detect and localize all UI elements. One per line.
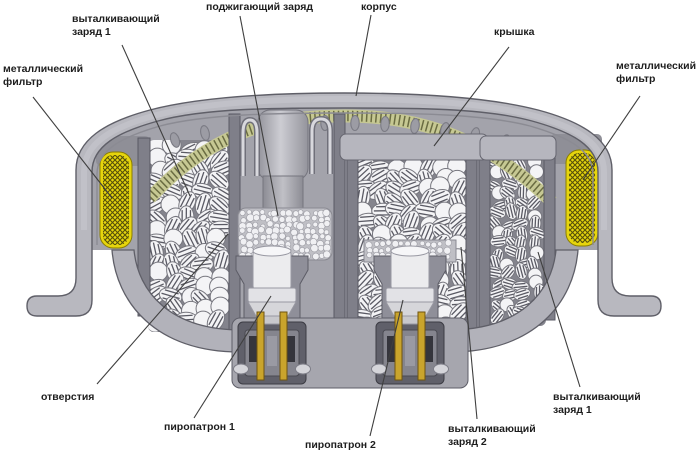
squib-1 <box>233 245 311 385</box>
leader-charge2 <box>460 246 478 420</box>
propellant-pills-left <box>148 140 232 332</box>
label-squib2: пиропатрон 2 <box>305 439 376 451</box>
leader-filter-right <box>582 95 641 181</box>
housing-inner-line <box>96 112 594 245</box>
squib-pin <box>256 311 265 381</box>
squib-pin <box>417 311 426 381</box>
leader-filter-left <box>32 96 113 199</box>
leader-charge1-top <box>121 44 191 197</box>
label-charge1-bottom: выталкивающий заряд 1 <box>553 391 641 416</box>
cover-cap <box>339 133 489 161</box>
leader-squib2 <box>369 299 404 437</box>
label-charge2-bottom: выталкивающий заряд 2 <box>448 423 536 448</box>
housing-highlight <box>81 95 607 230</box>
label-housing: корпус <box>361 1 397 13</box>
label-charge1-top: выталкивающий заряд 1 <box>72 13 160 38</box>
label-filter-left: металлический фильтр <box>3 63 84 88</box>
leader-lines <box>32 14 641 437</box>
metal-filter-right <box>565 149 599 247</box>
label-holes: отверстия <box>41 391 95 403</box>
label-squib1: пиропатрон 1 <box>164 421 235 433</box>
label-cover: крышка <box>494 26 535 38</box>
squib-2 <box>371 245 449 385</box>
housing-shell <box>26 92 662 317</box>
leader-housing <box>355 14 372 97</box>
igniter-tube-right <box>309 115 333 174</box>
metal-filter-left <box>99 151 133 249</box>
igniter-granules <box>238 209 332 261</box>
igniter-tube-left <box>240 116 260 176</box>
far-right-cap <box>479 135 557 161</box>
leader-holes <box>96 233 229 385</box>
leader-igniter <box>239 15 279 217</box>
leader-squib1 <box>193 295 272 419</box>
label-igniter-charge: поджигающий заряд <box>206 1 314 13</box>
label-filter-right: металлический фильтр <box>616 60 697 85</box>
leader-charge1-bottom <box>537 251 581 388</box>
squib-pin <box>394 311 403 381</box>
squib-pin <box>279 311 288 381</box>
leader-cover <box>433 46 510 147</box>
